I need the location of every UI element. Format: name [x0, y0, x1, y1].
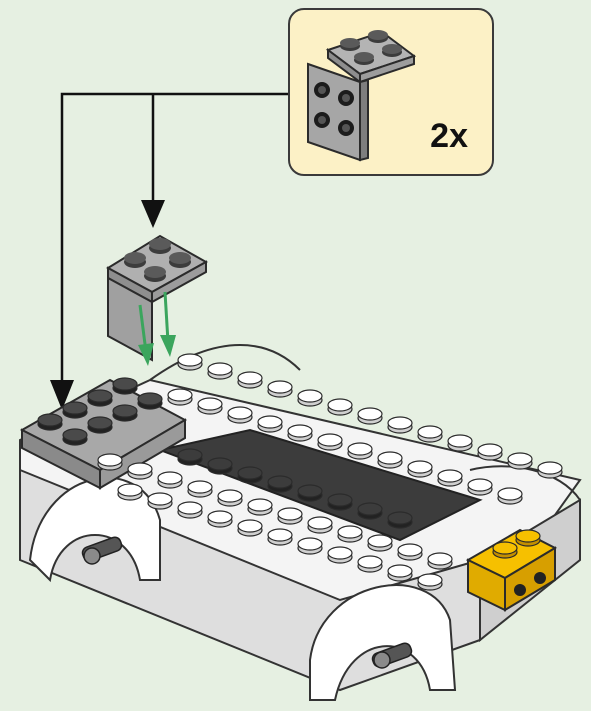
pointer-arrowhead-center [141, 200, 165, 228]
stud-top [248, 499, 272, 511]
stud-top [493, 542, 517, 554]
stud-top [38, 414, 62, 426]
stud-top [358, 556, 382, 568]
stud-top [63, 402, 87, 414]
stud-top [328, 494, 352, 506]
stud-top [258, 416, 282, 428]
stud-top [138, 393, 162, 405]
stud-top [418, 426, 442, 438]
stud-top [298, 390, 322, 402]
stud-top [208, 511, 232, 523]
stud-top [218, 490, 242, 502]
stud-top [428, 553, 452, 565]
stud-top [198, 398, 222, 410]
stud-top [63, 429, 87, 441]
stud-top [268, 529, 292, 541]
stud-top [468, 479, 492, 491]
stud-top [318, 434, 342, 446]
stud-top [298, 485, 322, 497]
stud-top [308, 517, 332, 529]
stud-top [278, 508, 302, 520]
bracket-piece [108, 236, 206, 360]
stud-top [516, 530, 540, 542]
stud-top [178, 502, 202, 514]
stud-top [338, 526, 362, 538]
stud-top [98, 454, 122, 466]
stud-top [178, 354, 202, 366]
stud-top [448, 435, 472, 447]
stud-top [268, 476, 292, 488]
stud-top [438, 470, 462, 482]
stud-top [88, 417, 112, 429]
stud-top [538, 462, 562, 474]
stud-top [228, 407, 252, 419]
stud-top [268, 381, 292, 393]
stud-top [478, 444, 502, 456]
stud-top [418, 574, 442, 586]
stud-top [208, 458, 232, 470]
stud-top [408, 461, 432, 473]
stud-top [388, 417, 412, 429]
stud-top [238, 520, 262, 532]
stud-top [188, 481, 212, 493]
stud-top [158, 472, 182, 484]
motion-arrowhead-2 [160, 335, 176, 357]
stud-top [113, 378, 137, 390]
stud-top [118, 484, 142, 496]
stud-top [178, 449, 202, 461]
stud-top [288, 425, 312, 437]
stud-top [148, 493, 172, 505]
stud-top [388, 512, 412, 524]
stud-top [328, 399, 352, 411]
stud-top [238, 372, 262, 384]
stud-top [113, 405, 137, 417]
stud-top [508, 453, 532, 465]
stud-top [128, 463, 152, 475]
stud-top [238, 467, 262, 479]
stud-top [378, 452, 402, 464]
stud-top [358, 503, 382, 515]
stud-top [388, 565, 412, 577]
stud-top [368, 535, 392, 547]
stud-top [298, 538, 322, 550]
stud-top [398, 544, 422, 556]
stud-top [168, 389, 192, 401]
stud-top [208, 363, 232, 375]
stud-top [498, 488, 522, 500]
stud-top [358, 408, 382, 420]
stud-top [348, 443, 372, 455]
stud-top [88, 390, 112, 402]
stud-top [328, 547, 352, 559]
